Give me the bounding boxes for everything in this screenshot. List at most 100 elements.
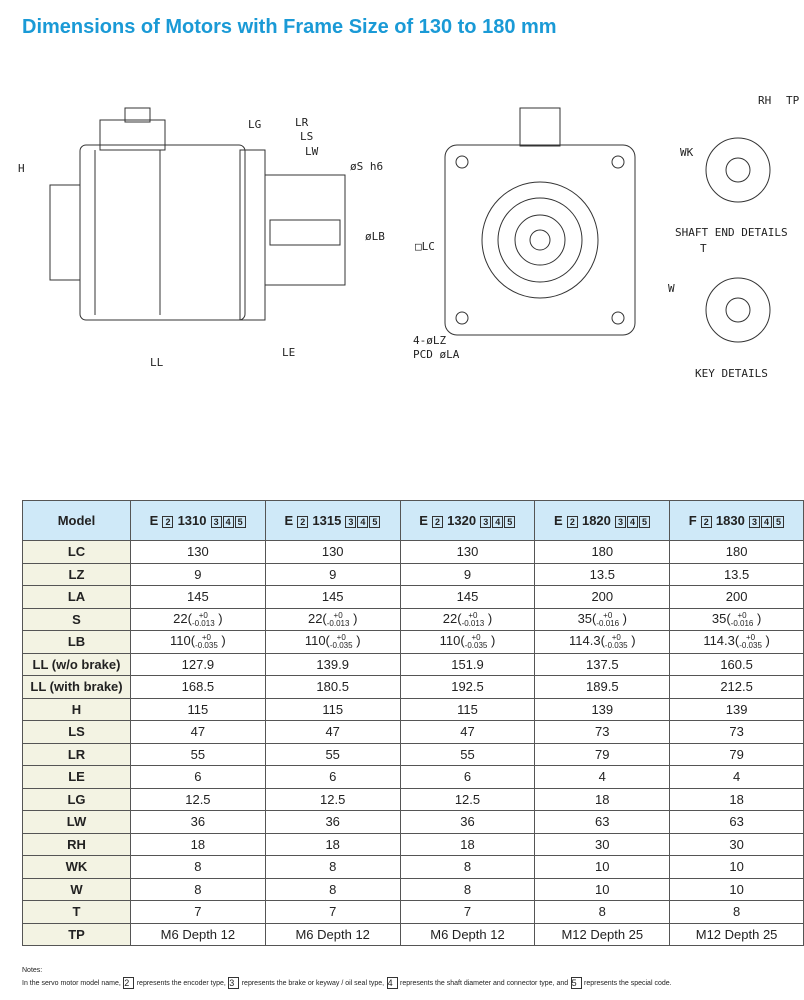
table-cell: 200 bbox=[534, 585, 671, 609]
label-W: W bbox=[668, 282, 675, 295]
table-cell: 145 bbox=[264, 585, 401, 609]
table-cell: 79 bbox=[669, 742, 804, 766]
table-cell: 160.5 bbox=[669, 652, 804, 676]
table-cell: 110(+0-0.035 ) bbox=[130, 630, 266, 654]
table-cell: 6 bbox=[399, 765, 536, 789]
table-cell: 115 bbox=[130, 697, 266, 721]
label-LG: LG bbox=[248, 118, 261, 131]
table-cell: 7 bbox=[399, 900, 536, 924]
table-cell: 115 bbox=[264, 697, 401, 721]
table-cell: 18 bbox=[130, 832, 266, 856]
table-cell: 8 bbox=[534, 900, 671, 924]
table-cell: 180 bbox=[534, 540, 671, 564]
table-cell: 8 bbox=[669, 900, 804, 924]
label-LA: PCD øLA bbox=[413, 348, 460, 361]
row-label: LW bbox=[22, 810, 131, 834]
table-cell: 30 bbox=[534, 832, 671, 856]
table-cell: 12.5 bbox=[399, 787, 536, 811]
row-label: H bbox=[22, 697, 131, 721]
table-cell: 7 bbox=[264, 900, 401, 924]
table-cell: M6 Depth 12 bbox=[399, 922, 536, 946]
table-cell: 18 bbox=[669, 787, 804, 811]
row-label: W bbox=[22, 877, 131, 901]
row-label: RH bbox=[22, 832, 131, 856]
table-cell: 139.9 bbox=[264, 652, 401, 676]
row-label: LZ bbox=[22, 562, 131, 586]
table-cell: 22(+0-0.013 ) bbox=[264, 607, 401, 631]
table-cell: 168.5 bbox=[130, 675, 266, 699]
table-cell: 212.5 bbox=[669, 675, 804, 699]
label-LR: LR bbox=[295, 116, 309, 129]
side-view bbox=[49, 107, 346, 321]
table-cell: M6 Depth 12 bbox=[264, 922, 401, 946]
table-cell: 180.5 bbox=[264, 675, 401, 699]
row-label: LE bbox=[22, 765, 131, 789]
table-cell: 47 bbox=[264, 720, 401, 744]
table-cell: 114.3(+0-0.035 ) bbox=[669, 630, 804, 654]
page-title: Dimensions of Motors with Frame Size of … bbox=[22, 16, 557, 38]
table-cell: 63 bbox=[534, 810, 671, 834]
label-LC: □LC bbox=[415, 240, 435, 253]
table-cell: 8 bbox=[130, 855, 266, 879]
table-cell: M12 Depth 25 bbox=[669, 922, 804, 946]
notes-text: In the servo motor model name, 2 represe… bbox=[22, 977, 672, 990]
table-cell: 189.5 bbox=[534, 675, 671, 699]
table-cell: 9 bbox=[264, 562, 401, 586]
table-cell: M6 Depth 12 bbox=[130, 922, 266, 946]
motor-dimension-drawing: H LG LR LS LW øS h6 øLB LE LL □LC 4-øLZ … bbox=[18, 94, 800, 380]
table-cell: 127.9 bbox=[130, 652, 266, 676]
table-cell: 10 bbox=[669, 855, 804, 879]
table-cell: 139 bbox=[669, 697, 804, 721]
table-cell: 130 bbox=[264, 540, 401, 564]
table-cell: 145 bbox=[399, 585, 536, 609]
table-cell: 79 bbox=[534, 742, 671, 766]
row-label: S bbox=[22, 607, 131, 631]
table-cell: 22(+0-0.013 ) bbox=[130, 607, 266, 631]
table-cell: 18 bbox=[399, 832, 536, 856]
table-cell: 114.3(+0-0.035 ) bbox=[534, 630, 671, 654]
table-cell: 13.5 bbox=[669, 562, 804, 586]
label-H: H bbox=[18, 162, 25, 175]
label-key-details: KEY DETAILS bbox=[695, 367, 768, 380]
row-label: LC bbox=[22, 540, 131, 564]
table-cell: 8 bbox=[264, 877, 401, 901]
table-cell: 10 bbox=[534, 855, 671, 879]
table-cell: 36 bbox=[130, 810, 266, 834]
table-cell: 8 bbox=[130, 877, 266, 901]
table-cell: 115 bbox=[399, 697, 536, 721]
table-cell: M12 Depth 25 bbox=[534, 922, 671, 946]
table-cell: 47 bbox=[130, 720, 266, 744]
table-cell: 200 bbox=[669, 585, 804, 609]
notes-heading: Notes: bbox=[22, 967, 43, 974]
table-cell: 4 bbox=[534, 765, 671, 789]
table-cell: 110(+0-0.035 ) bbox=[399, 630, 536, 654]
label-LZ: 4-øLZ bbox=[413, 334, 446, 347]
table-cell: 55 bbox=[264, 742, 401, 766]
table-cell: 10 bbox=[669, 877, 804, 901]
table-cell: 145 bbox=[130, 585, 266, 609]
shaft-end-detail bbox=[705, 137, 771, 343]
table-cell: 137.5 bbox=[534, 652, 671, 676]
table-cell: 6 bbox=[130, 765, 266, 789]
table-cell: 7 bbox=[130, 900, 266, 924]
